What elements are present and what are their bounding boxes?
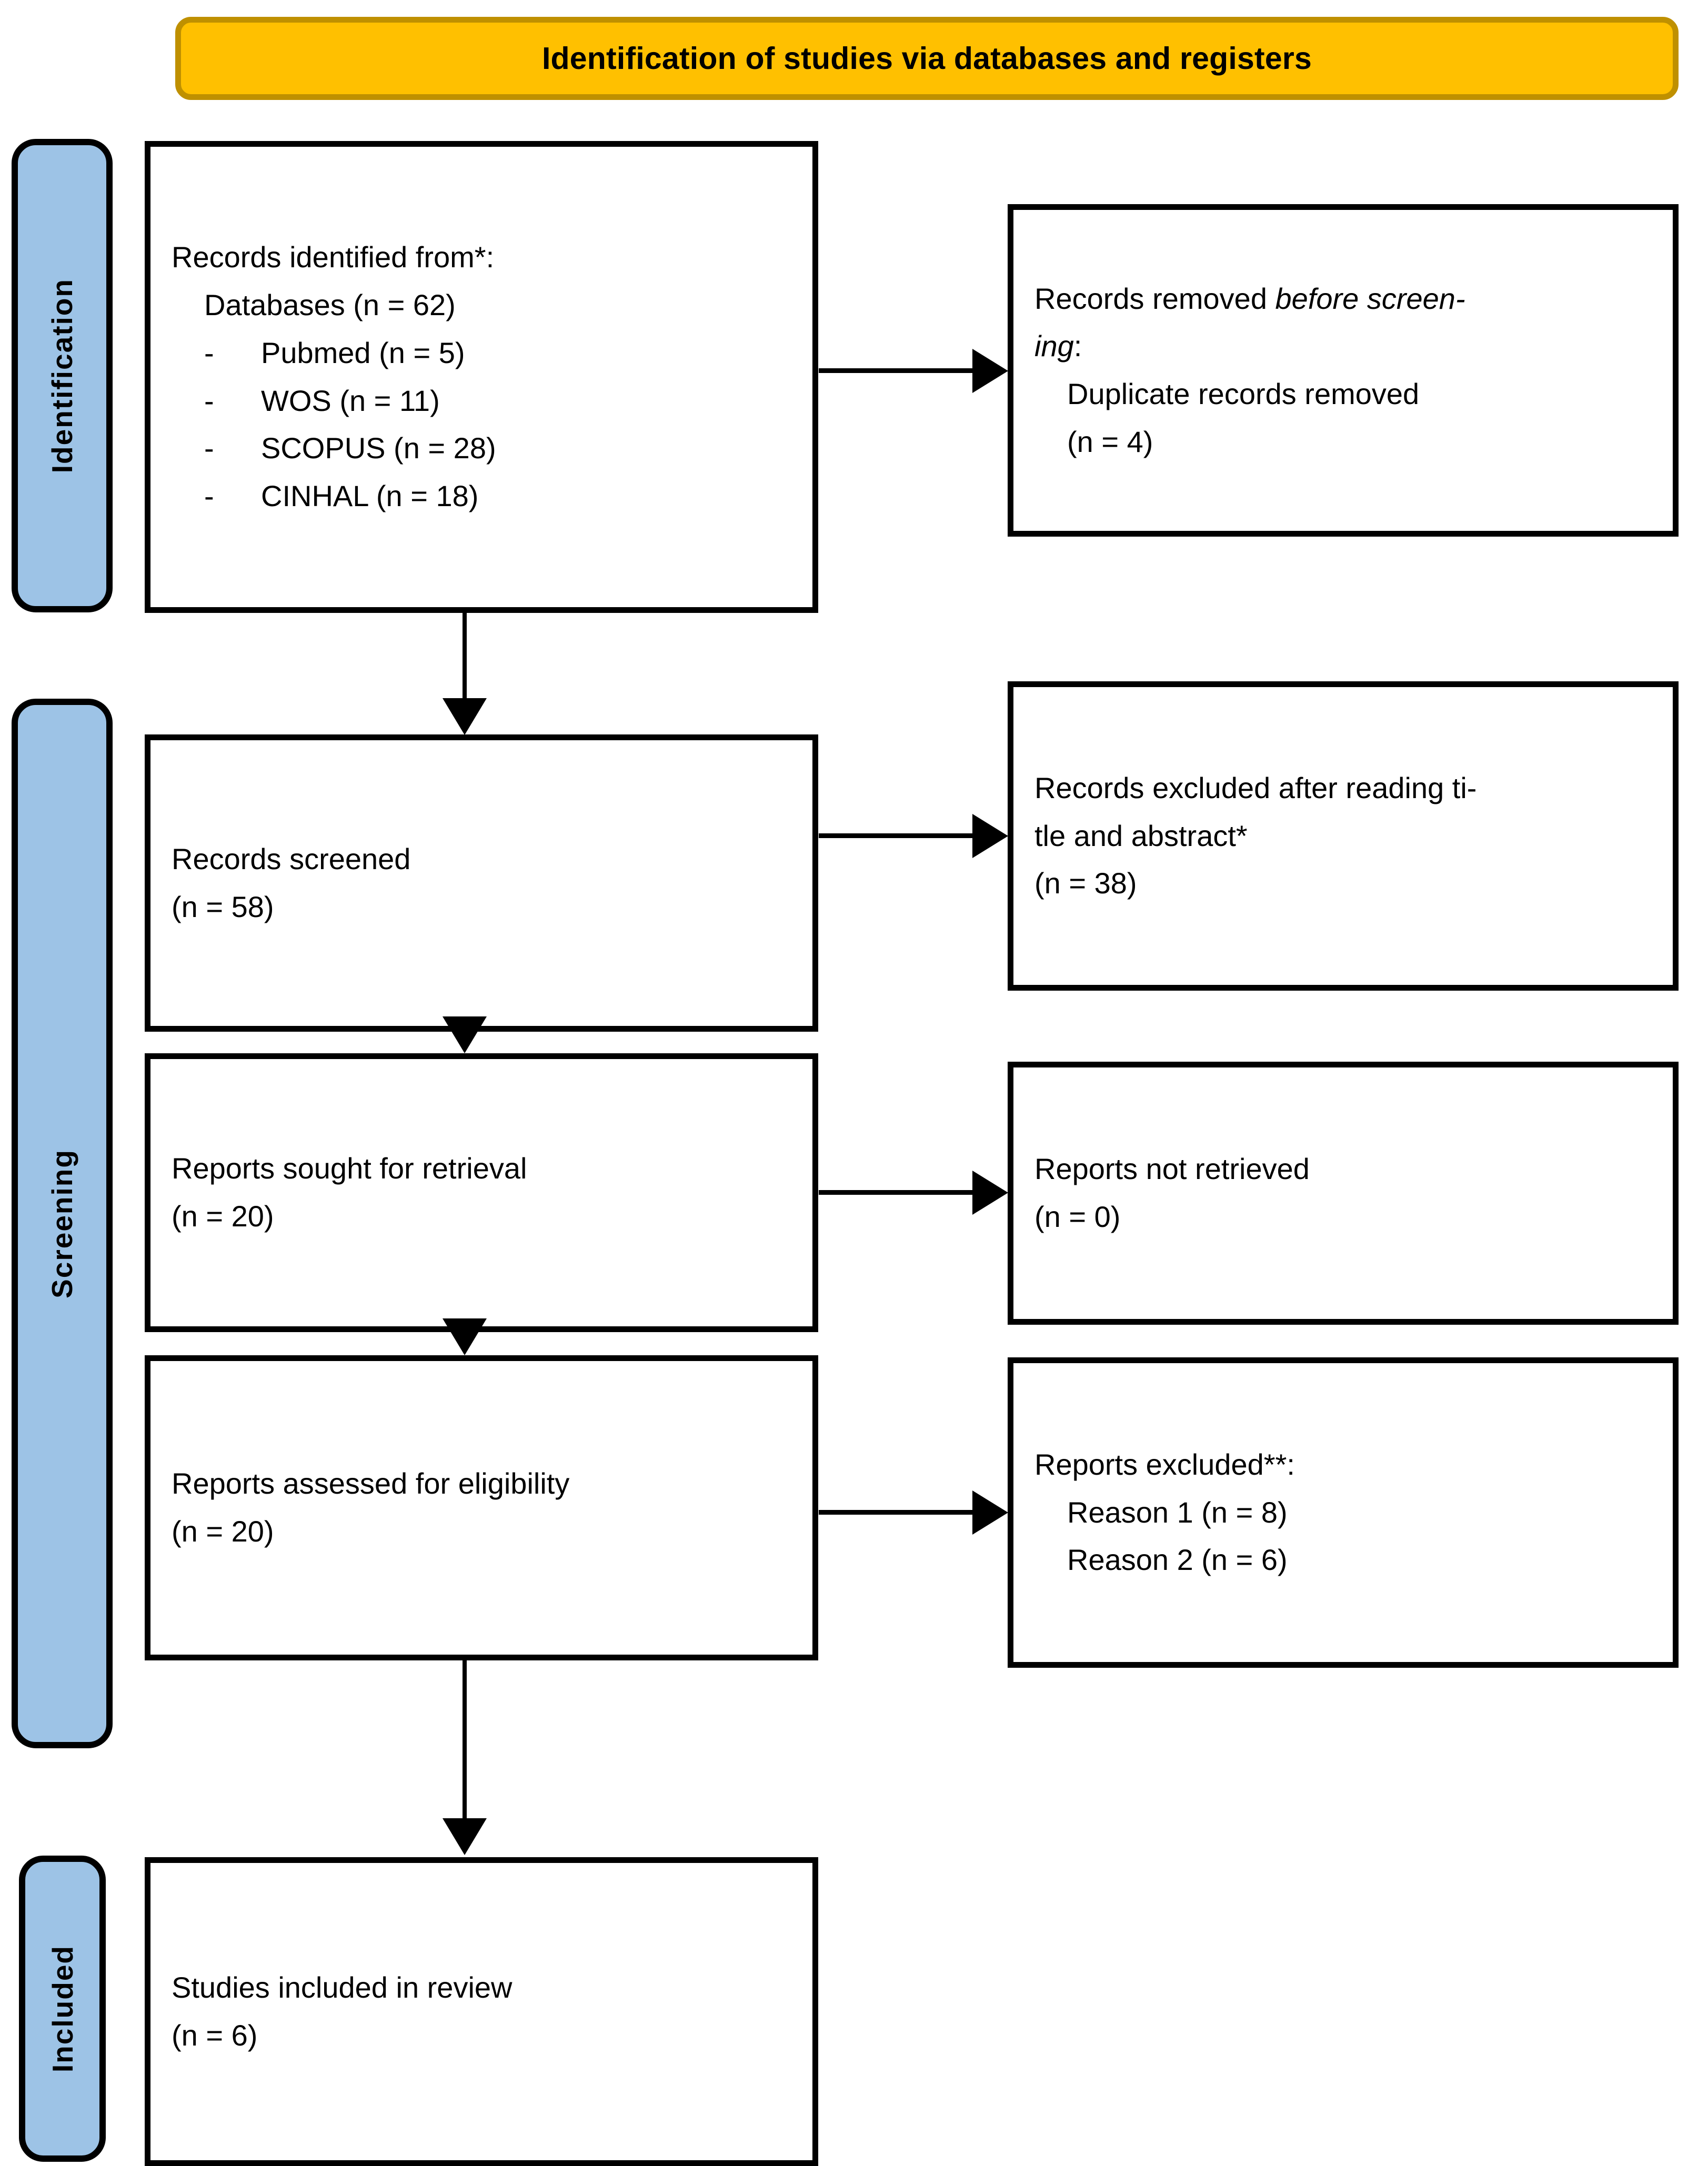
box-reports-excluded: Reports excluded**: Reason 1 (n = 8) Rea… xyxy=(1008,1357,1679,1668)
arrowhead-right-icon xyxy=(972,1490,1008,1535)
source-label-pubmed: Pubmed (n = 5) xyxy=(261,336,465,369)
records-excluded-line2: tle and abstract* xyxy=(1034,819,1248,852)
records-removed-heading-post: : xyxy=(1073,329,1082,363)
arrowhead-down-icon xyxy=(443,1318,487,1355)
box-records-identified: Records identified from*: Databases (n =… xyxy=(145,141,818,613)
reports-assessed-label: Reports assessed for eligibility xyxy=(172,1467,570,1500)
reports-not-retrieved-count: (n = 0) xyxy=(1034,1200,1121,1233)
box-reports-not-retrieved: Reports not retrieved (n = 0) xyxy=(1008,1062,1679,1325)
dash-bullet-icon: - xyxy=(204,336,214,369)
source-row-scopus: - SCOPUS (n = 28) xyxy=(172,425,791,472)
records-removed-count: (n = 4) xyxy=(1067,425,1153,458)
box-reports-sought: Reports sought for retrieval (n = 20) xyxy=(145,1053,818,1332)
box-records-screened: Records screened (n = 58) xyxy=(145,734,818,1032)
studies-included-count: (n = 6) xyxy=(172,2018,258,2052)
reports-not-retrieved-label: Reports not retrieved xyxy=(1034,1152,1310,1186)
records-removed-heading-em: before screen- xyxy=(1275,281,1465,315)
reports-excluded-reason-1: Reason 1 (n = 8) xyxy=(1067,1495,1288,1529)
source-row-wos: - WOS (n = 11) xyxy=(172,377,791,425)
stage-tab-screening-label: Screening xyxy=(46,1149,78,1298)
box-records-excluded: Records excluded after reading ti- tle a… xyxy=(1008,681,1679,991)
diagram-title: Identification of studies via databases … xyxy=(541,41,1312,76)
box-records-removed: Records removed before screen- ing: Dupl… xyxy=(1008,204,1679,537)
stage-tab-screening: Screening xyxy=(12,699,113,1748)
source-label-wos: WOS (n = 11) xyxy=(261,384,440,417)
stage-tab-identification: Identification xyxy=(12,139,113,612)
records-screened-count: (n = 58) xyxy=(172,890,274,923)
studies-included-label: Studies included in review xyxy=(172,1970,513,2004)
connector-identified-to-removed xyxy=(819,368,977,373)
stage-tab-included-label: Included xyxy=(46,1945,79,2073)
arrowhead-right-icon xyxy=(972,814,1008,858)
reports-sought-count: (n = 20) xyxy=(172,1200,274,1233)
connector-assessed-to-reports-excluded xyxy=(819,1510,977,1515)
stage-tab-included: Included xyxy=(19,1856,106,2162)
arrowhead-right-icon xyxy=(972,349,1008,393)
records-identified-databases: Databases (n = 62) xyxy=(204,288,456,322)
arrowhead-right-icon xyxy=(972,1171,1008,1215)
source-label-cinhal: CINHAL (n = 18) xyxy=(261,479,479,512)
reports-assessed-count: (n = 20) xyxy=(172,1515,274,1548)
arrowhead-down-icon xyxy=(443,1016,487,1053)
source-row-cinhal: - CINHAL (n = 18) xyxy=(172,472,791,520)
box-reports-assessed: Reports assessed for eligibility (n = 20… xyxy=(145,1355,818,1660)
records-removed-heading-line1: Records removed before screen- xyxy=(1034,275,1652,323)
box-studies-included: Studies included in review (n = 6) xyxy=(145,1857,818,2166)
source-label-scopus: SCOPUS (n = 28) xyxy=(261,431,496,465)
records-removed-heading-line2: ing: xyxy=(1034,323,1652,370)
connector-sought-to-not-retrieved xyxy=(819,1190,977,1195)
stage-tab-identification-label: Identification xyxy=(46,278,78,474)
reports-sought-label: Reports sought for retrieval xyxy=(172,1152,527,1185)
diagram-header-banner: Identification of studies via databases … xyxy=(175,17,1679,100)
records-removed-heading-em2: ing xyxy=(1034,329,1074,363)
arrowhead-down-icon xyxy=(443,698,487,735)
records-removed-heading-pre: Records removed xyxy=(1034,281,1275,315)
connector-screened-to-excluded xyxy=(819,833,977,838)
records-identified-heading: Records identified from*: xyxy=(172,240,495,274)
connector-identified-to-screened xyxy=(463,613,467,698)
reports-excluded-reason-2: Reason 2 (n = 6) xyxy=(1067,1543,1288,1577)
source-row-pubmed: - Pubmed (n = 5) xyxy=(172,329,791,377)
connector-assessed-to-included xyxy=(463,1660,467,1818)
dash-bullet-icon: - xyxy=(204,431,214,465)
dash-bullet-icon: - xyxy=(204,479,214,512)
records-excluded-count: (n = 38) xyxy=(1034,867,1137,900)
arrowhead-down-icon xyxy=(443,1818,487,1855)
dash-bullet-icon: - xyxy=(204,384,214,417)
records-screened-label: Records screened xyxy=(172,842,411,875)
records-removed-detail: Duplicate records removed xyxy=(1067,377,1420,410)
reports-excluded-heading: Reports excluded**: xyxy=(1034,1447,1295,1481)
records-excluded-line1: Records excluded after reading ti- xyxy=(1034,771,1477,804)
